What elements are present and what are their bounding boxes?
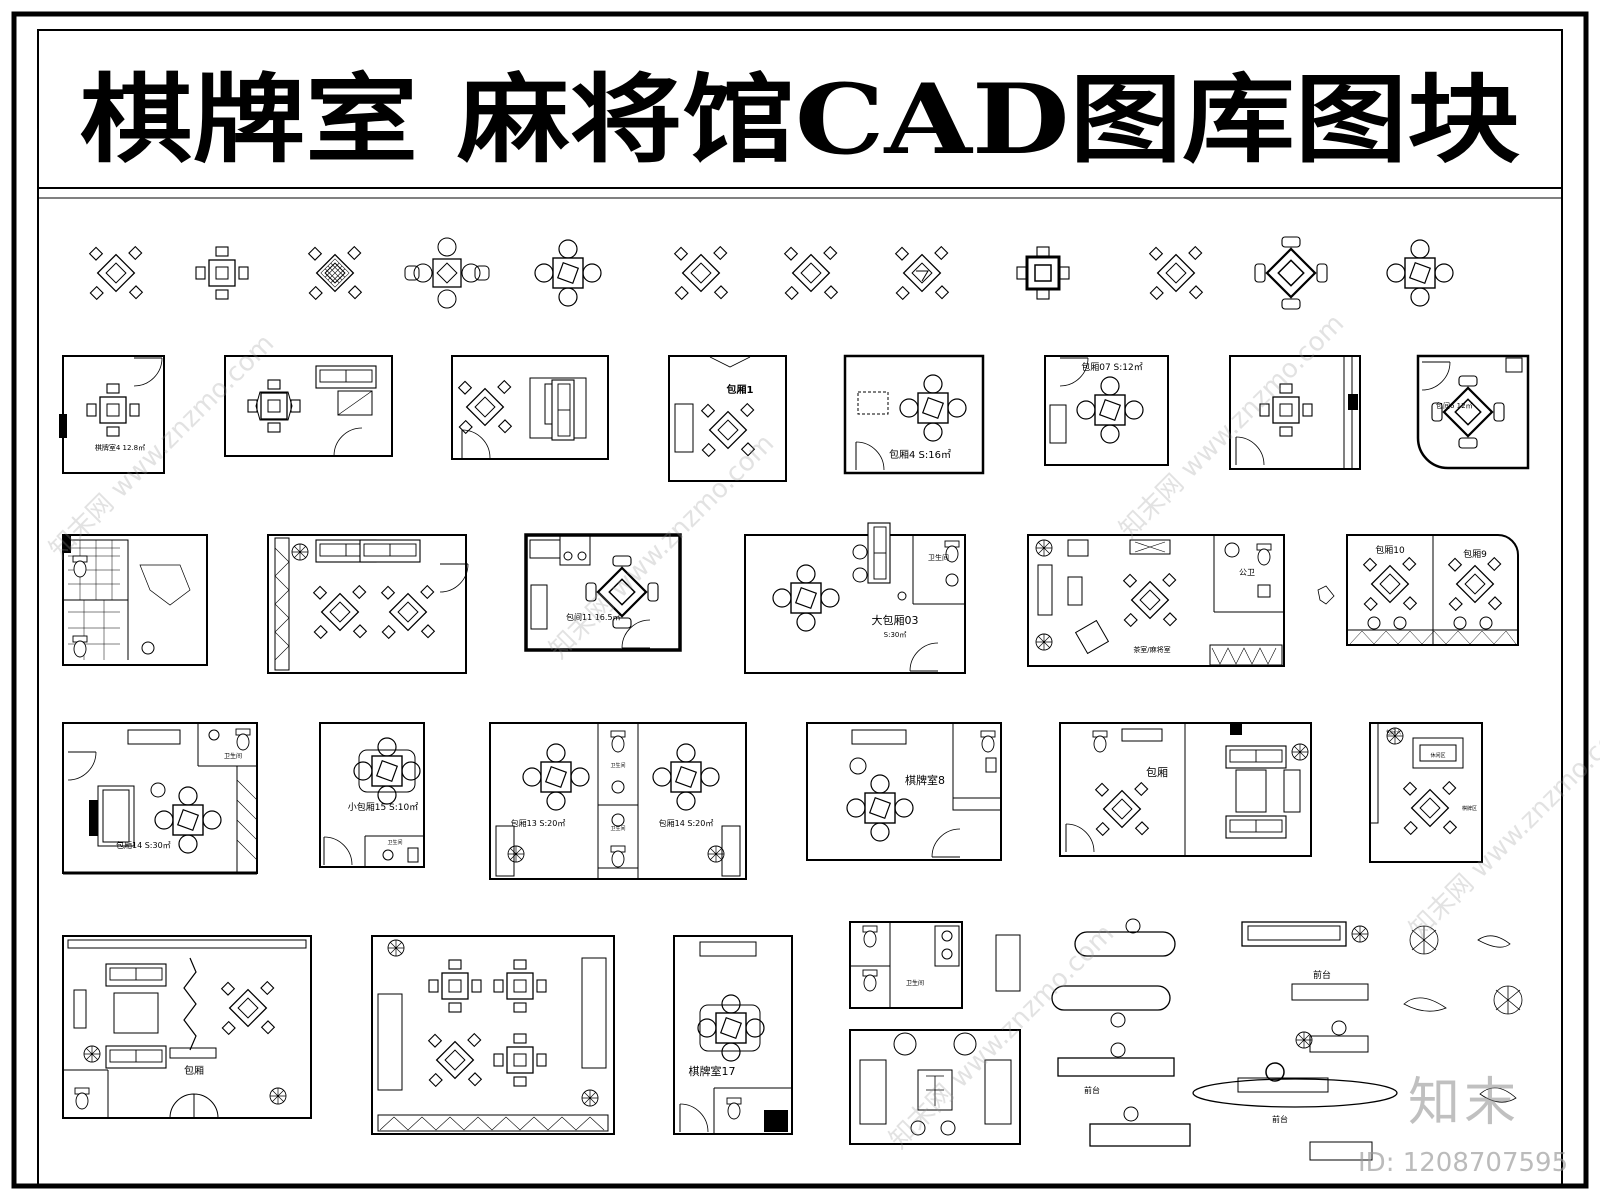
room-label-r4-1b: 卫生间 xyxy=(224,752,242,760)
room-label-r2-7: 包厢07 S:12㎡ xyxy=(1081,361,1143,373)
room-label-r5-5a: 前台 xyxy=(1313,969,1331,981)
room-label-r2-6: 包厢4 S:16㎡ xyxy=(889,448,951,461)
room-label-r5-5b: 前台 xyxy=(1272,1114,1288,1124)
room-label-r3-5b: 茶室/麻将室 xyxy=(1133,645,1170,654)
room-label-r2-1: 棋牌室4 12.8㎡ xyxy=(95,443,145,452)
room-label-r2-5: 包厢1 xyxy=(727,383,754,396)
room-label-r4-3b: 包厢14 S:20㎡ xyxy=(659,818,714,828)
room-label-r4-6b: 休闲区 xyxy=(1430,752,1445,759)
watermark-strip-4: 知末网 www.znzmo.com xyxy=(1114,309,1350,545)
room-label-r3-3: 包间11 16.5㎡ xyxy=(566,612,621,622)
room-label-r3-5a: 公卫 xyxy=(1239,568,1255,577)
room-label-r2-8: 包间6 12㎡ xyxy=(1436,401,1473,410)
room-label-r4-3c: 卫生间 xyxy=(610,762,625,769)
room-label-r5-4: 卫生间 xyxy=(906,979,924,987)
room-label-r4-2a: 小包厢15 S:10㎡ xyxy=(348,801,419,813)
room-label-r4-3d: 卫生间 xyxy=(610,825,625,832)
room-plan-row-5: 包厢 棋牌室17 卫生间 xyxy=(62,918,1523,1161)
watermark-strip-3: 知末网 www.znzmo.com xyxy=(884,919,1120,1155)
inner-frame xyxy=(37,29,1563,1187)
room-label-r3-4b: S:30㎡ xyxy=(884,631,907,639)
watermark-strip-5: 知末网 www.znzmo.com xyxy=(1404,709,1600,945)
table-symbols-row xyxy=(88,235,1454,311)
room-label-r5-5c: 前台 xyxy=(1084,1085,1100,1095)
room-label-r4-5: 包厢 xyxy=(1146,766,1168,779)
room-label-r4-6a: 包间六 xyxy=(1386,729,1401,736)
room-label-r3-6b: 包厢9 xyxy=(1463,548,1487,560)
room-label-r4-4: 棋牌室8 xyxy=(905,773,945,787)
room-label-r5-1: 包厢 xyxy=(184,1064,204,1077)
room-label-r4-6c: 棋牌区 xyxy=(1462,805,1477,812)
watermark-strip-1: 知末网 www.znzmo.com xyxy=(44,329,280,565)
room-label-r4-3a: 包厢13 S:20㎡ xyxy=(511,818,566,828)
room-plan-row-3: 包间11 16.5㎡ 大包厢03 S:30㎡ 卫生间 公卫 xyxy=(62,522,1519,674)
room-label-r3-4c: 卫生间 xyxy=(928,553,949,562)
room-plan-row-4: 包厢14 S:30㎡ 卫生间 小包厢15 S:10㎡ 卫生间 包厢13 S:20… xyxy=(62,722,1483,880)
room-label-r4-2b: 卫生间 xyxy=(387,839,402,846)
room-label-r4-1a: 包厢14 S:30㎡ xyxy=(116,840,171,850)
room-plan-row-2: 棋牌室4 12.8㎡ 包厢1 包厢4 S:16㎡ 包厢07 S:12㎡ xyxy=(59,354,1530,482)
diagonal-watermarks: 知末网 www.znzmo.com 知末网 www.znzmo.com 知末网 … xyxy=(44,309,1600,1155)
watermark-logo: 知末 xyxy=(1408,1073,1521,1133)
page-title: 棋牌室 麻将馆CAD图库图块 xyxy=(80,63,1520,176)
room-label-r5-3: 棋牌室17 xyxy=(689,1064,736,1078)
room-label-r3-6a: 包厢10 xyxy=(1375,544,1405,556)
room-label-r3-4a: 大包厢03 xyxy=(872,613,919,627)
watermark-id: ID: 1208707595 xyxy=(1358,1148,1569,1178)
